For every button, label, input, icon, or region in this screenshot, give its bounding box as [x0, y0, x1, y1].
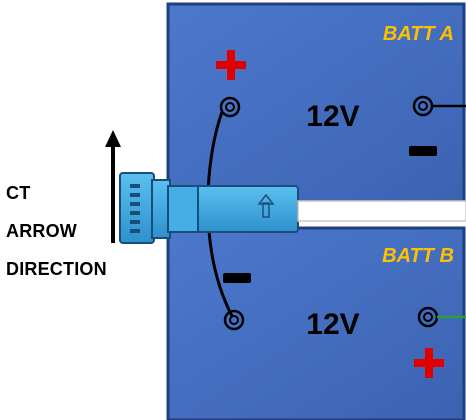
terminal-icon — [223, 309, 245, 331]
current-transformer — [119, 172, 466, 244]
battery-b-body — [166, 226, 466, 420]
battery-b-voltage: 12V — [306, 308, 359, 341]
terminal-icon — [219, 96, 241, 118]
battery-b: BATT B 12V — [166, 226, 466, 420]
connector-pins — [130, 184, 140, 233]
ct-label-line3: DIRECTION — [6, 259, 107, 279]
battery-a-voltage: 12V — [306, 100, 359, 133]
battery-b-name: BATT B — [382, 245, 454, 267]
plus-sign-icon — [216, 50, 246, 80]
ct-label-line2: ARROW — [6, 221, 77, 241]
up-arrow-icon — [257, 193, 275, 218]
battery-a: BATT A 12V — [166, 2, 466, 209]
ct-cable — [297, 200, 466, 222]
minus-sign-icon — [223, 273, 251, 283]
minus-sign-icon — [409, 146, 437, 156]
ct-label-line1: CT — [6, 183, 31, 203]
up-arrow-icon — [105, 130, 121, 243]
battery-a-name: BATT A — [383, 23, 454, 45]
plus-sign-icon — [414, 348, 444, 378]
